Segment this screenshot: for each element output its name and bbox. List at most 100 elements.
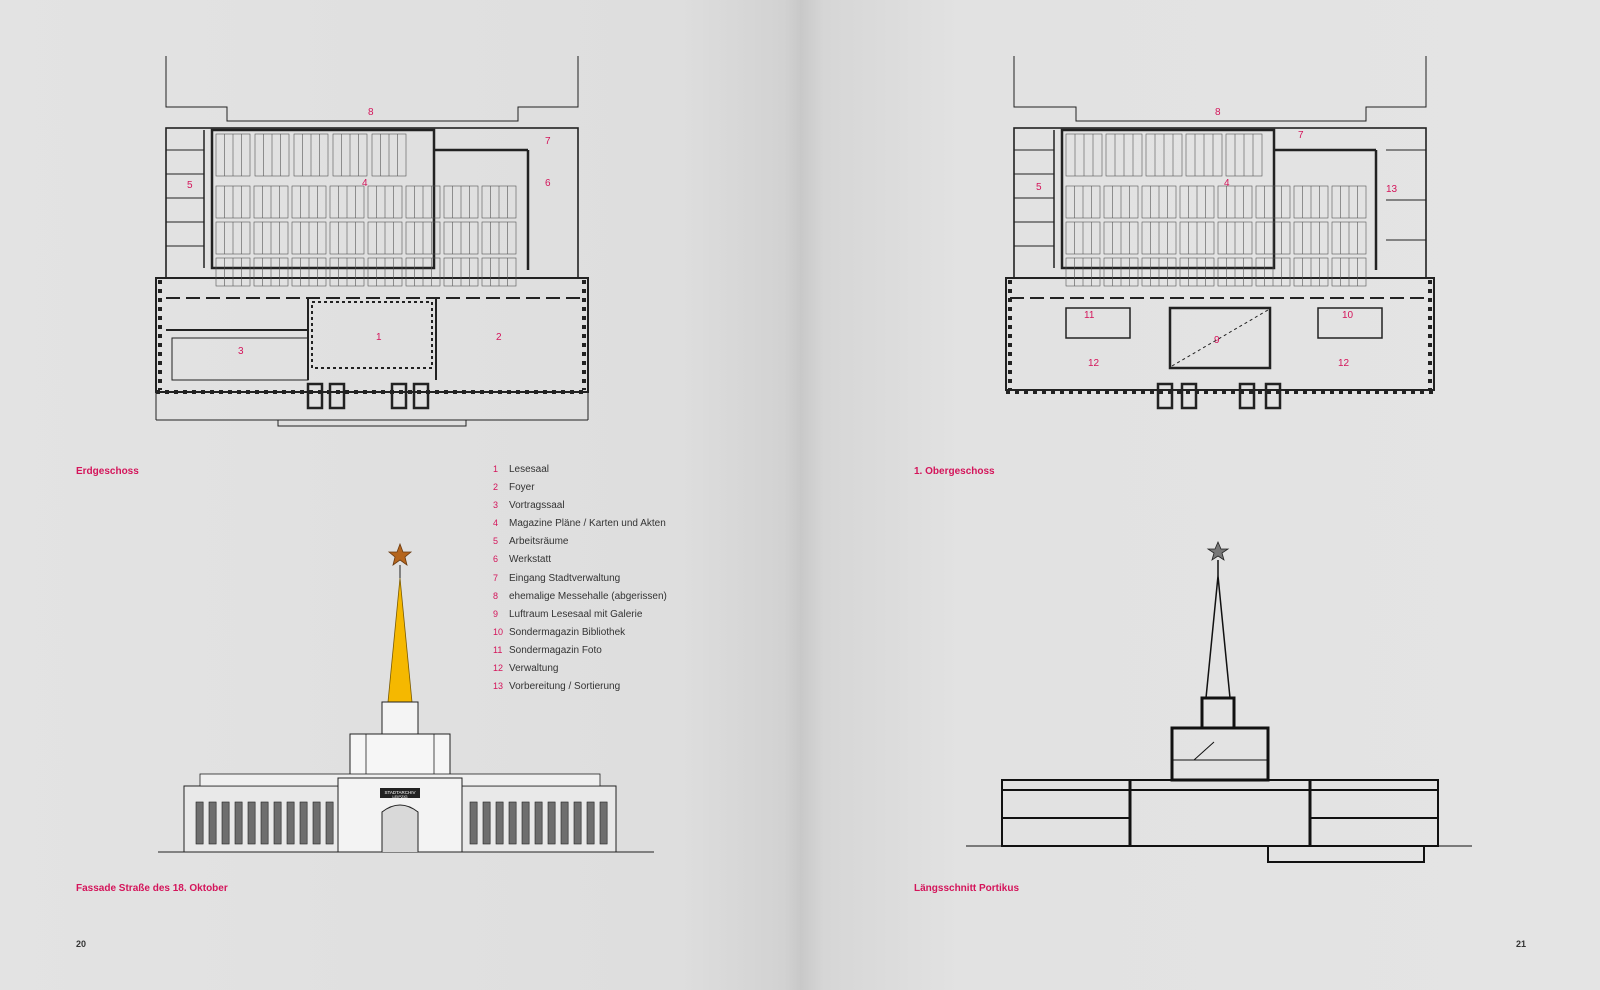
- plan-label-3: 3: [238, 346, 244, 357]
- legend-label: Werkstatt: [509, 554, 552, 566]
- legend-number: 5: [493, 536, 499, 547]
- facade-window: [560, 801, 569, 845]
- plan-label-8-upper: 8: [1215, 107, 1221, 118]
- legend-number: 10: [493, 626, 504, 637]
- legend-label: Sondermagazin Foto: [509, 644, 602, 656]
- legend-number: 2: [493, 482, 499, 493]
- facade-window: [599, 801, 608, 845]
- facade-window: [260, 801, 269, 845]
- legend-label: Arbeitsräume: [509, 536, 569, 548]
- legend-label: Vortragssaal: [509, 500, 565, 512]
- plan-label-12-upper-b: 12: [1338, 358, 1350, 369]
- legend-number: 1: [493, 464, 499, 474]
- facade-window: [573, 801, 582, 845]
- former-hall-outline-upper: [1013, 56, 1427, 122]
- spire: [387, 577, 413, 703]
- legend-label: Magazine Pläne / Karten und Akten: [509, 518, 666, 530]
- legend-number: 6: [493, 554, 499, 565]
- stacks-block: [210, 128, 436, 270]
- legend-label: Foyer: [509, 482, 535, 494]
- legend-label: Vorbereitung / Sortierung: [509, 681, 621, 693]
- legend-number: 4: [493, 518, 499, 529]
- plan-label-10-upper: 10: [1342, 310, 1354, 321]
- facade-window: [299, 801, 308, 845]
- caption-facade: Fassade Straße des 18. Oktober: [76, 883, 228, 894]
- plan-label-7-upper: 7: [1298, 130, 1304, 141]
- room-legend: 1 Lesesaal 2 Foyer 3 Vortragssaal 4 Magazine…: [493, 463, 667, 698]
- caption-upper-floor: 1. Obergeschoss: [914, 466, 995, 477]
- facade-window: [469, 801, 478, 845]
- facade-window: [273, 801, 282, 845]
- page-number-left: 20: [76, 939, 87, 949]
- star-icon: [387, 542, 413, 566]
- legend-label: Eingang Stadtverwaltung: [509, 572, 621, 584]
- legend-item: 7 Eingang Stadtverwaltung: [493, 572, 667, 590]
- front-wing: [155, 277, 589, 393]
- legend-number: 11: [493, 644, 503, 655]
- legend-item: 3 Vortragssaal: [493, 499, 667, 517]
- ground-floor-plan: [155, 56, 589, 427]
- facade-drawing: STADTARCHIV LEIPZIG: [158, 542, 654, 853]
- legend-item: 8 ehemalige Messehalle (abgerissen): [493, 590, 667, 608]
- facade-window: [325, 801, 334, 845]
- legend-item: 5 Arbeitsräume: [493, 535, 667, 553]
- legend-item: 1 Lesesaal: [493, 463, 667, 481]
- right-page: [800, 0, 1600, 990]
- facade-window: [208, 801, 217, 845]
- plan-label-9-upper: 9: [1214, 335, 1220, 346]
- legend-number: 8: [493, 590, 499, 601]
- legend-number: 13: [493, 681, 504, 692]
- facade-window: [286, 801, 295, 845]
- legend-item: 2 Foyer: [493, 481, 667, 499]
- plan-label-12-upper-a: 12: [1088, 358, 1100, 369]
- plan-label-5: 5: [187, 180, 193, 191]
- legend-item: 9 Luftraum Lesesaal mit Galerie: [493, 608, 667, 626]
- plan-label-4-upper: 4: [1224, 178, 1230, 189]
- legend-number: 7: [493, 572, 499, 583]
- plan-label-7: 7: [545, 136, 551, 147]
- page-number-right: 21: [1516, 939, 1527, 949]
- former-hall-outline: [165, 56, 579, 122]
- facade-sign-line2: LEIPZIG: [392, 794, 407, 799]
- plan-label-6: 6: [545, 178, 551, 189]
- facade-sign-line1: STADTARCHIV: [384, 790, 415, 795]
- facade-window: [312, 801, 321, 845]
- plan-label-5-upper: 5: [1036, 182, 1042, 193]
- upper-shelving: [1065, 133, 1367, 287]
- plan-label-1: 1: [376, 332, 382, 343]
- plan-label-8: 8: [368, 107, 374, 118]
- legend-item: 12 Verwaltung: [493, 662, 667, 680]
- legend-number: 9: [493, 608, 499, 619]
- legend-item: 6 Werkstatt: [493, 553, 667, 571]
- plan-label-11-upper: 11: [1084, 310, 1095, 321]
- facade-window: [247, 801, 256, 845]
- facade-window: [586, 801, 595, 845]
- facade-window: [521, 801, 530, 845]
- legend-item: 11 Sondermagazin Foto: [493, 644, 667, 662]
- legend-label: Verwaltung: [509, 663, 559, 675]
- facade-window: [547, 801, 556, 845]
- caption-ground-floor: Erdgeschoss: [76, 466, 139, 477]
- plan-label-2: 2: [496, 332, 502, 343]
- legend-label: Lesesaal: [509, 464, 550, 475]
- facade-window: [234, 801, 243, 845]
- plan-label-13-upper: 13: [1386, 184, 1398, 195]
- facade-window: [534, 801, 543, 845]
- legend-number: 3: [493, 500, 499, 511]
- facade-window: [482, 801, 491, 845]
- upper-floor-plan: [1005, 56, 1435, 410]
- legend-label: ehemalige Messehalle (abgerissen): [509, 590, 667, 602]
- legend-number: 12: [493, 663, 504, 674]
- legend-item: 13 Vorbereitung / Sortierung: [493, 680, 667, 698]
- facade-window: [495, 801, 504, 845]
- section-star-icon: [1206, 540, 1230, 561]
- facade-window: [195, 801, 204, 845]
- facade-window: [221, 801, 230, 845]
- legend-label: Luftraum Lesesaal mit Galerie: [509, 608, 643, 620]
- caption-section: Längsschnitt Portikus: [914, 883, 1020, 894]
- legend-item: 4 Magazine Pläne / Karten und Akten: [493, 517, 667, 535]
- section-drawing: [966, 540, 1472, 863]
